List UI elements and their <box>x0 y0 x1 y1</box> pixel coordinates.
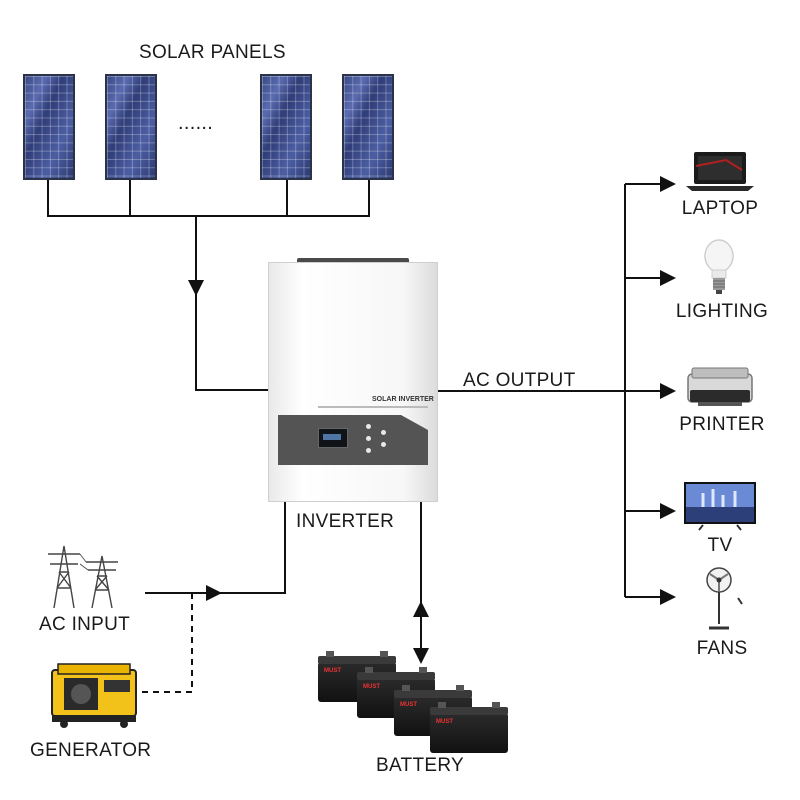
inverter-lcd-display <box>318 428 348 448</box>
inverter-button <box>381 430 386 435</box>
inverter-button <box>366 448 371 453</box>
solar-panel-icon <box>260 74 312 180</box>
inverter-button <box>381 442 386 447</box>
ac-input-wire <box>145 502 286 594</box>
tv-icon <box>684 482 756 531</box>
solar-panels-label: SOLAR PANELS <box>139 42 286 63</box>
inverter-control-panel <box>278 415 428 465</box>
more-panels-dots: ...... <box>178 112 214 134</box>
bulb-icon <box>704 239 734 294</box>
printer-label: PRINTER <box>679 414 765 435</box>
inverter-subline <box>318 406 428 408</box>
solar-panel-icon <box>105 74 157 180</box>
inverter-button <box>366 424 371 429</box>
ac-output-label: AC OUTPUT <box>463 370 576 391</box>
generator-icon <box>51 663 137 728</box>
solar-panel-icon <box>342 74 394 180</box>
battery-icon: MUST <box>430 702 508 753</box>
tv-label: TV <box>707 535 733 556</box>
inverter-label: INVERTER <box>296 511 395 532</box>
fan-icon <box>706 567 743 630</box>
generator-dashed-wire <box>140 593 193 693</box>
generator-label: GENERATOR <box>30 740 152 761</box>
inverter-brand: SOLAR INVERTER <box>372 396 434 403</box>
solar-panel-icon <box>23 74 75 180</box>
lighting-label: LIGHTING <box>675 301 769 322</box>
ac-input-label: AC INPUT <box>39 614 131 635</box>
power-tower-icon <box>48 545 118 609</box>
laptop-label: LAPTOP <box>681 198 759 219</box>
laptop-icon <box>686 152 754 191</box>
battery-label: BATTERY <box>376 755 464 776</box>
inverter-icon <box>268 262 438 502</box>
inverter-button <box>366 436 371 441</box>
printer-icon <box>687 367 753 406</box>
fans-label: FANS <box>696 638 748 659</box>
